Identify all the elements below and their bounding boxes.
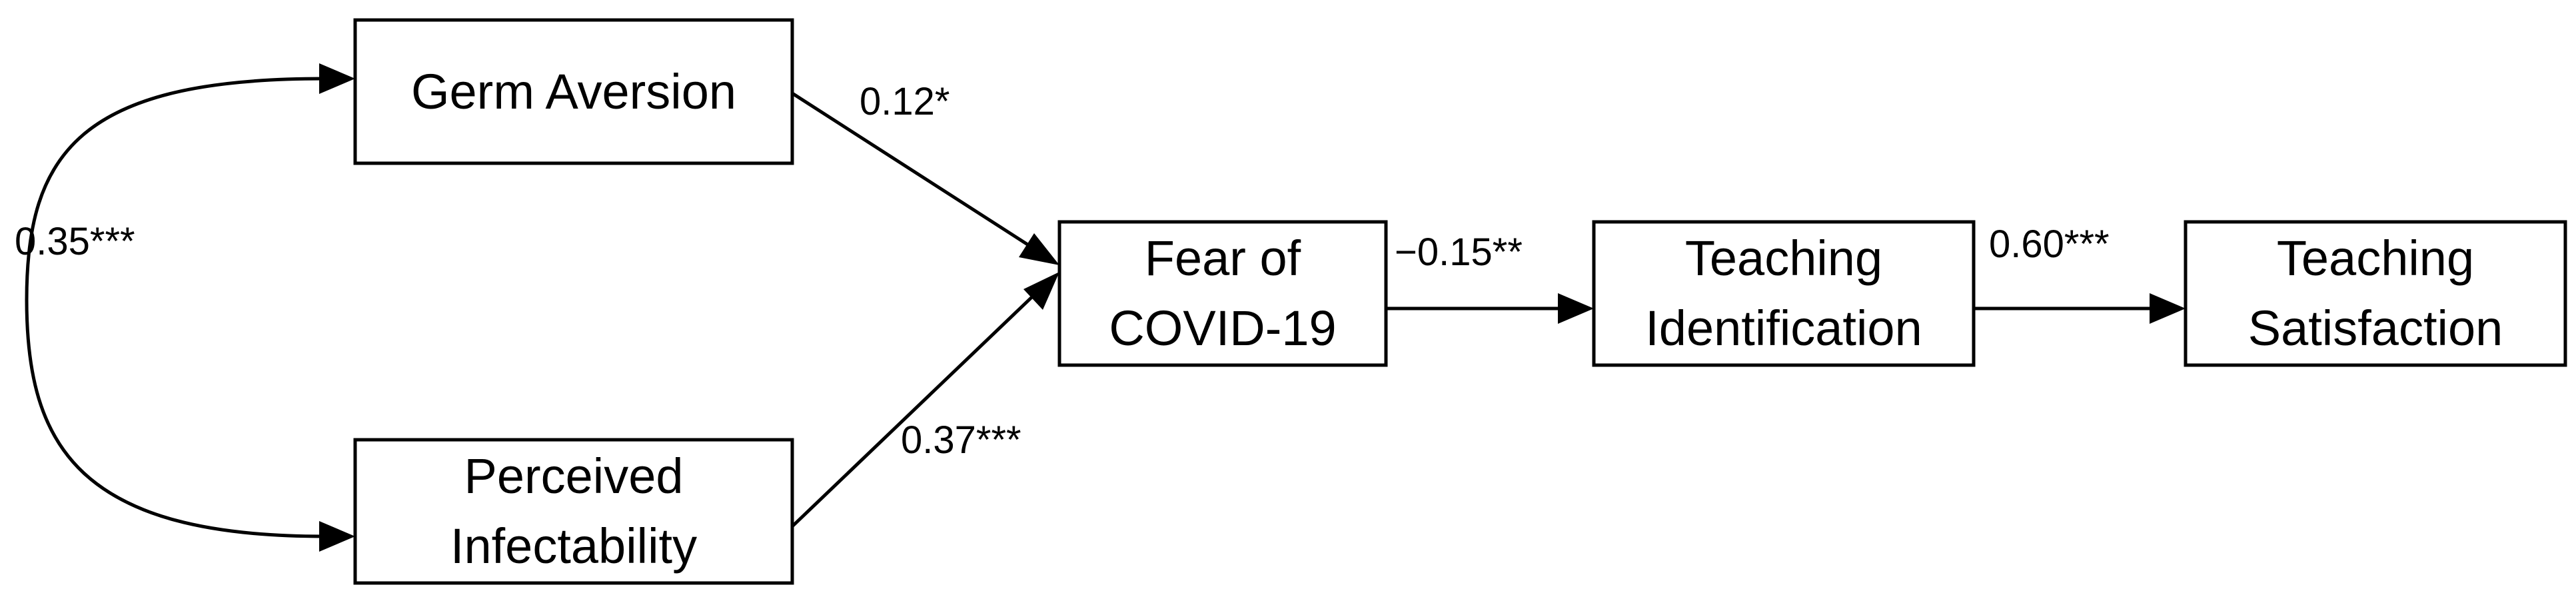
germ-aversion-label: Germ Aversion (411, 64, 736, 119)
covariance-arrowhead-top (319, 63, 355, 94)
fear-to-identification-arrowhead (1558, 293, 1594, 324)
covariance-coefficient: 0.35*** (15, 220, 135, 263)
teaching-identification-label-line1: Teaching (1685, 231, 1882, 286)
germ-to-fear-arrow-line (791, 91, 1034, 250)
identification-to-satisfaction-arrowhead (2150, 293, 2186, 324)
fear-to-identification-coefficient: −0.15** (1395, 231, 1523, 274)
perceived-infectability-label-line1: Perceived (464, 448, 683, 504)
perceived-infectability-label-line2: Infectability (450, 518, 697, 574)
fear-of-covid-box (1057, 220, 1388, 367)
infect-to-fear-coefficient: 0.37*** (901, 418, 1021, 462)
identification-to-satisfaction-coefficient: 0.60*** (1989, 223, 2110, 266)
germ-to-fear-arrowhead (1019, 233, 1059, 265)
infect-to-fear-arrow-line (791, 289, 1041, 528)
teaching-satisfaction-label-line1: Teaching (2277, 231, 2474, 286)
teaching-identification-label-line2: Identification (1645, 301, 1922, 356)
germ-to-fear-coefficient: 0.12* (860, 80, 950, 123)
germ-aversion-box (353, 18, 794, 165)
infect-to-fear-arrowhead (1023, 272, 1059, 310)
fear-of-covid-label-line2: COVID-19 (1109, 301, 1336, 356)
perceived-infectability-box (353, 438, 794, 585)
covariance-curve (25, 77, 324, 538)
teaching-satisfaction-label-line2: Satisfaction (2248, 301, 2503, 356)
fear-of-covid-label-line1: Fear of (1145, 231, 1301, 286)
teaching-identification-box (1592, 220, 1976, 367)
covariance-arrowhead-bottom (319, 521, 355, 552)
teaching-satisfaction-box (2184, 220, 2567, 367)
